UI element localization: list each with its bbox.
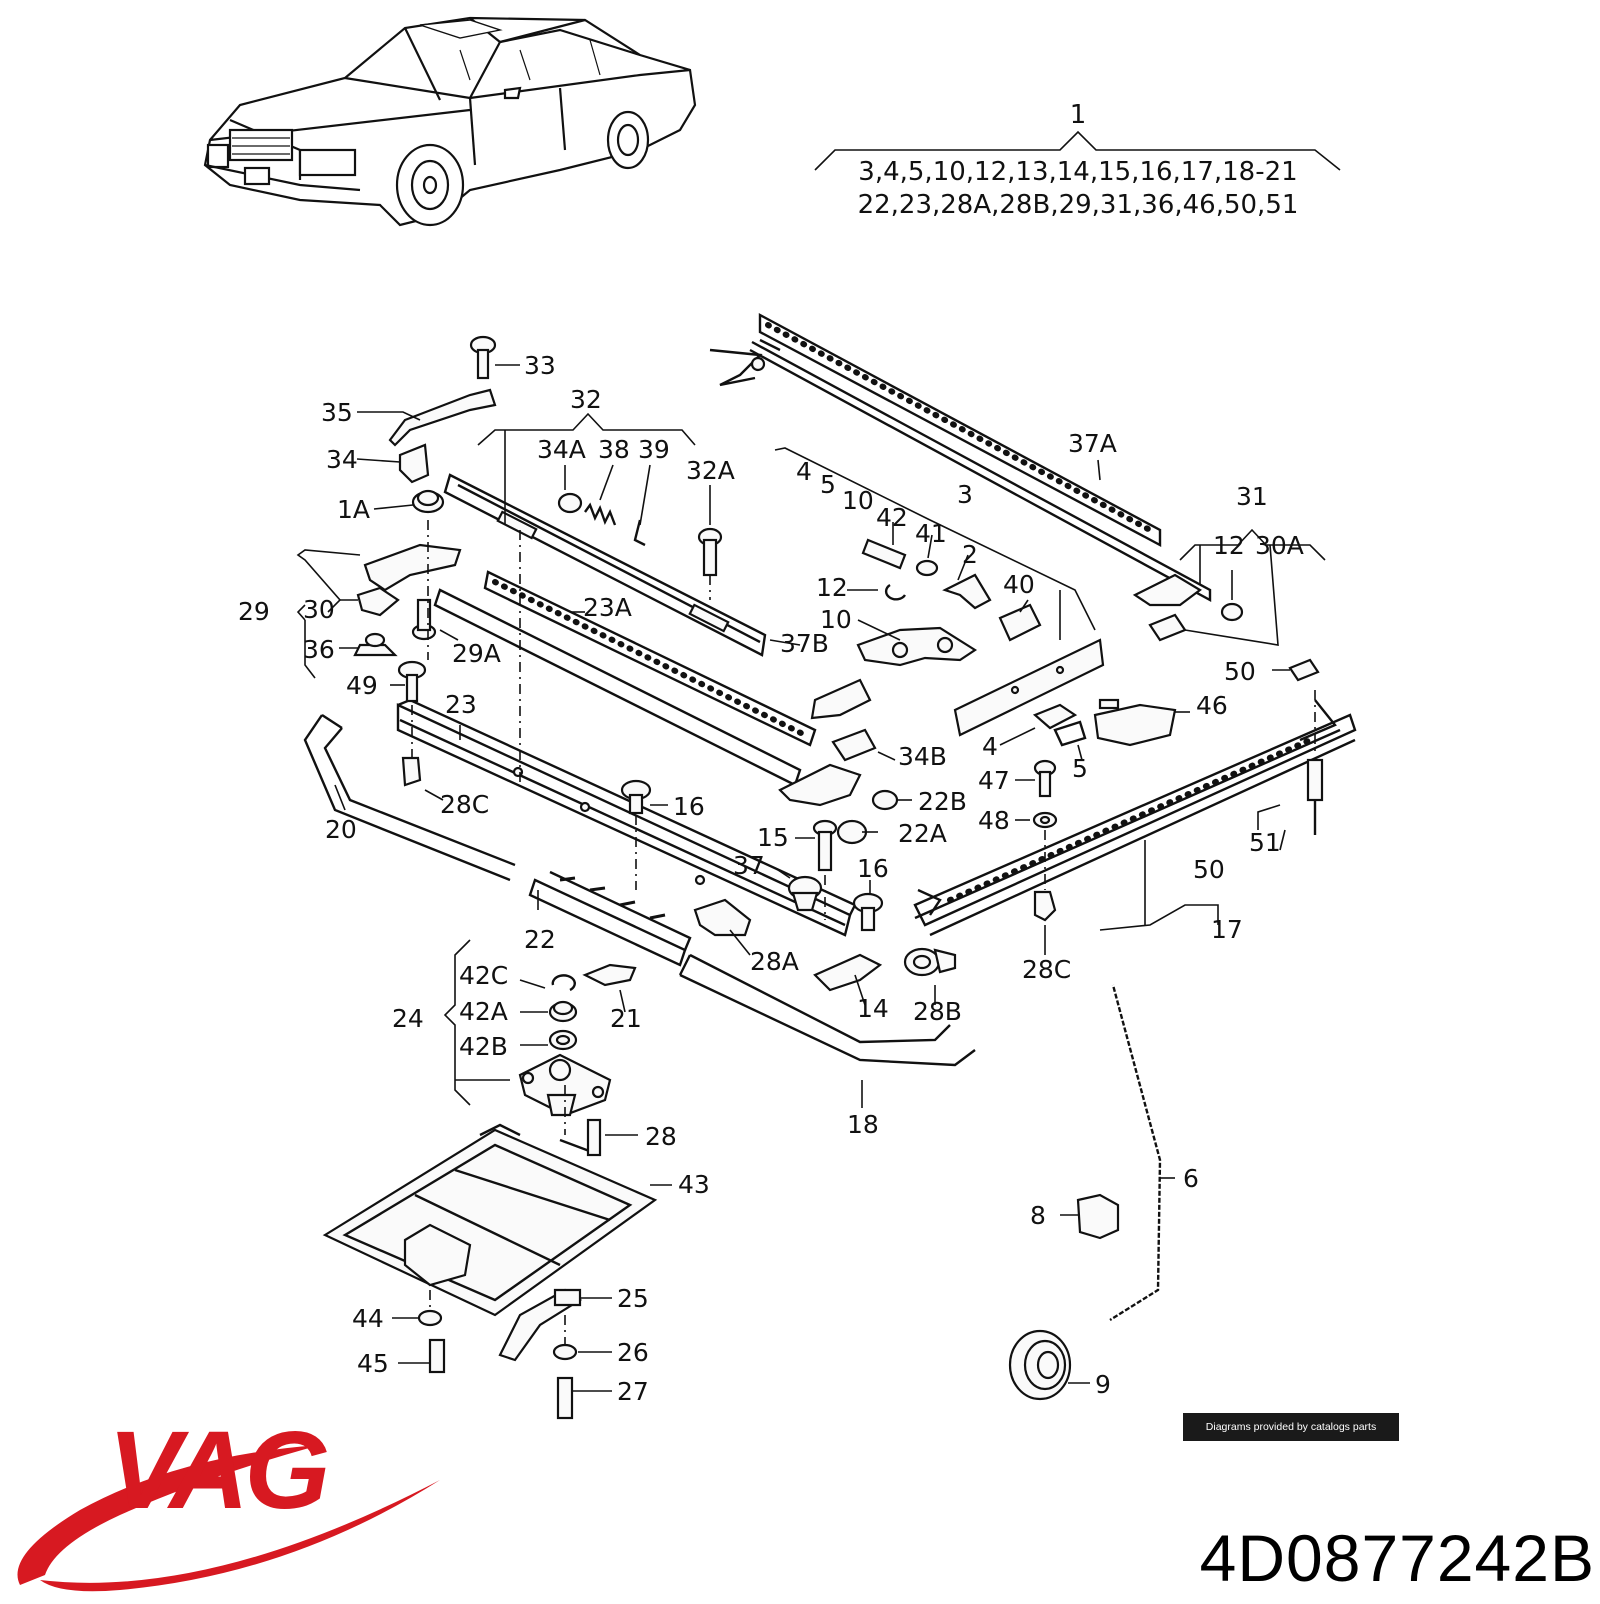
rail-37B — [443, 473, 767, 657]
callout-4-top: 4 — [796, 457, 812, 486]
callout-34: 34 — [326, 445, 358, 474]
part-number: 4D0877242B — [1199, 1521, 1595, 1595]
callout-16-b: 16 — [857, 854, 889, 883]
plate-3 — [953, 638, 1105, 737]
callout-labels: 33 35 34 1A 29 30 36 29A 49 32 34A 38 39… — [238, 351, 1304, 1406]
group-header: 1 3,4,5,10,12,13,14,15,16,17,18-21 22,23… — [814, 100, 1341, 220]
callout-18: 18 — [847, 1110, 879, 1139]
callout-15: 15 — [757, 823, 789, 852]
callout-42: 42 — [876, 503, 908, 532]
callout-34B: 34B — [898, 742, 947, 771]
callout-47: 47 — [978, 766, 1010, 795]
callout-5-mid: 5 — [1072, 754, 1088, 783]
callout-28A: 28A — [750, 947, 799, 976]
callout-28B: 28B — [913, 997, 962, 1026]
callout-30A: 30A — [1255, 531, 1304, 560]
frame-43 — [322, 1123, 658, 1317]
callout-34A: 34A — [537, 435, 586, 464]
callout-26: 26 — [617, 1338, 649, 1367]
callout-4-mid: 4 — [982, 732, 998, 761]
callout-42A: 42A — [459, 997, 508, 1026]
group-number: 1 — [1070, 100, 1087, 130]
callout-32A: 32A — [686, 456, 735, 485]
callout-43: 43 — [678, 1170, 710, 1199]
callout-42B: 42B — [459, 1032, 508, 1061]
callout-23: 23 — [445, 690, 477, 719]
vag-logo-text: VAG — [108, 1409, 328, 1532]
callout-24: 24 — [392, 1004, 424, 1033]
callout-10-top: 10 — [842, 486, 874, 515]
callout-29A: 29A — [452, 639, 501, 668]
callout-23A: 23A — [583, 593, 632, 622]
callout-22B: 22B — [918, 787, 967, 816]
callout-10-mid: 10 — [820, 605, 852, 634]
callout-50-bottom: 50 — [1193, 855, 1225, 884]
rail-37A-guide — [709, 312, 1212, 603]
callout-39: 39 — [638, 435, 670, 464]
vag-logo-icon: VAG — [17, 1409, 440, 1592]
callout-29: 29 — [238, 597, 270, 626]
callout-41: 41 — [915, 519, 947, 548]
alignment-lines — [411, 520, 1316, 1345]
callout-36: 36 — [303, 635, 335, 664]
callout-17: 17 — [1211, 915, 1243, 944]
callout-40: 40 — [1003, 570, 1035, 599]
callout-31: 31 — [1236, 482, 1268, 511]
callout-22A: 22A — [898, 819, 947, 848]
car-illustration-icon — [203, 16, 697, 227]
callout-22: 22 — [524, 925, 556, 954]
callout-38: 38 — [598, 435, 630, 464]
callout-33: 33 — [524, 351, 556, 380]
callout-25: 25 — [617, 1284, 649, 1313]
callout-14: 14 — [857, 994, 889, 1023]
callout-6: 6 — [1183, 1164, 1199, 1193]
group-members-line2: 22,23,28A,28B,29,31,36,46,50,51 — [858, 190, 1299, 220]
callout-2: 2 — [962, 540, 978, 569]
callout-32: 32 — [570, 385, 602, 414]
callout-37A: 37A — [1068, 429, 1117, 458]
callout-49: 49 — [346, 671, 378, 700]
seal-6 — [1108, 984, 1164, 1323]
callout-3: 3 — [957, 480, 973, 509]
callout-1A: 1A — [337, 495, 370, 524]
callout-12-right: 12 — [1213, 531, 1245, 560]
group-members-line1: 3,4,5,10,12,13,14,15,16,17,18-21 — [858, 157, 1297, 187]
callout-8: 8 — [1030, 1201, 1046, 1230]
callout-16-a: 16 — [673, 792, 705, 821]
rail-22 — [528, 870, 692, 967]
diagram-credit: Diagrams provided by catalogs parts — [1183, 1413, 1399, 1441]
leader-lines — [296, 364, 1326, 1392]
callout-44: 44 — [352, 1304, 384, 1333]
callout-5-top: 5 — [820, 470, 836, 499]
callout-21: 21 — [610, 1004, 642, 1033]
rail-17-side-member — [913, 699, 1357, 937]
callout-12-left: 12 — [816, 573, 848, 602]
small-hardware — [353, 335, 1324, 1420]
callout-42C: 42C — [459, 961, 508, 990]
callout-37B: 37B — [780, 629, 829, 658]
callout-20: 20 — [325, 815, 357, 844]
callout-28: 28 — [645, 1122, 677, 1151]
callout-48: 48 — [978, 806, 1010, 835]
callout-35: 35 — [321, 398, 353, 427]
callout-37: 37 — [733, 851, 765, 880]
callout-46: 46 — [1196, 691, 1228, 720]
bracket-25 — [498, 1288, 583, 1362]
tube-20 — [303, 713, 516, 882]
callout-51: 51 — [1249, 828, 1281, 857]
callout-28C-right: 28C — [1022, 955, 1071, 984]
callout-27: 27 — [617, 1377, 649, 1406]
callout-30: 30 — [303, 595, 335, 624]
callout-45: 45 — [357, 1349, 389, 1378]
tube-18 — [678, 953, 976, 1067]
drain-9 — [1008, 1329, 1072, 1401]
callout-28C-left: 28C — [440, 790, 489, 819]
callout-9: 9 — [1095, 1370, 1111, 1399]
callout-50-top: 50 — [1224, 657, 1256, 686]
